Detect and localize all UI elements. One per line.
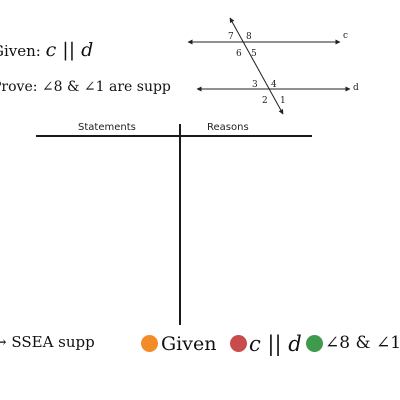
parallel-lines-diagram: c d 7 8 6 5 3 4 2 1 (187, 17, 359, 115)
legend-dot-angles[interactable] (306, 335, 323, 352)
angle-6-label: 6 (236, 49, 242, 59)
legend-label-c-parallel-d[interactable]: c || d (249, 332, 302, 356)
t-chart-horizontal-rule (36, 135, 312, 137)
angle-4-label: 4 (271, 80, 277, 90)
legend-dot-given[interactable] (141, 335, 158, 352)
given-prefix: Given: (0, 42, 41, 60)
legend-dot-c-parallel-d[interactable] (230, 335, 247, 352)
legend-label-given[interactable]: Given (161, 333, 217, 355)
line-c-label: c (343, 31, 348, 41)
angle-2-label: 2 (262, 96, 268, 106)
angle-7-label: 7 (228, 32, 234, 42)
statements-header: Statements (78, 122, 136, 133)
transversal-line (229, 17, 284, 115)
angle-3-label: 3 (252, 80, 258, 90)
t-chart-vertical-rule (179, 124, 181, 325)
angle-1-label: 1 (280, 96, 286, 106)
ssea-supp-text: → SSEA supp (0, 333, 95, 351)
reasons-header: Reasons (207, 122, 249, 133)
prove-statement: Prove: ∠8 & ∠1 are supp (0, 79, 171, 95)
legend-label-angles[interactable]: ∠8 & ∠1 (325, 333, 400, 353)
angle-8-label: 8 (246, 32, 252, 42)
given-statement: Given: c || d (0, 41, 93, 60)
line-d-label: d (353, 83, 359, 93)
angle-5-label: 5 (251, 49, 257, 59)
given-math: c || d (45, 39, 94, 61)
